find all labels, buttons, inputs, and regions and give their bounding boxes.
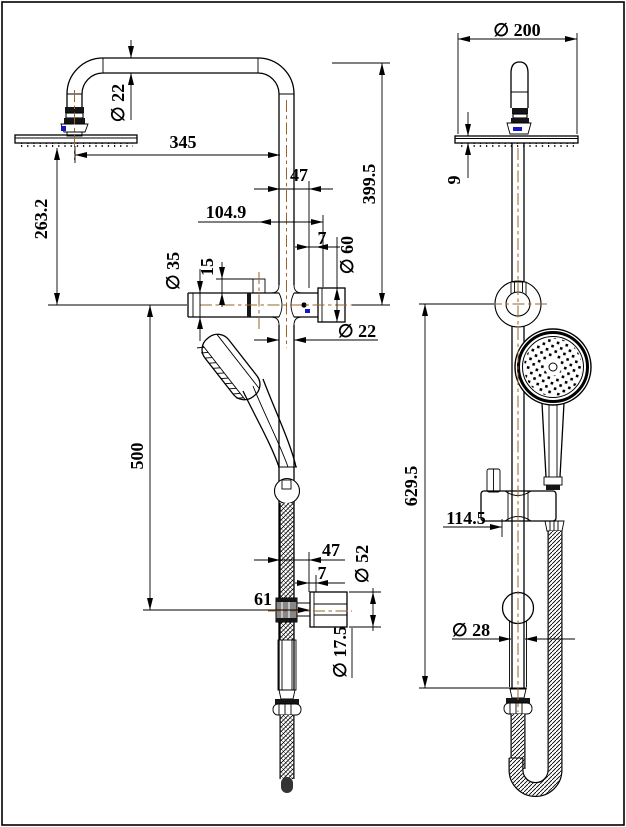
hand-shower [196, 333, 301, 505]
dim-500: 500 [127, 305, 298, 611]
dim-47-top: 47 [254, 165, 333, 288]
dim-345: 345 [74, 132, 280, 163]
dim-7-bottom: 7 [295, 563, 345, 592]
dim-label-47-top: 47 [290, 165, 308, 185]
dim-label-stub: 15 [197, 258, 217, 276]
dim-7-top: 7 [295, 228, 340, 250]
hose-swivel [273, 477, 301, 505]
dim-dia200: ∅ 200 [457, 20, 578, 134]
head-plate-side [454, 135, 579, 147]
front-view: ∅ 22 345 263.2 399.5 47 [14, 40, 390, 793]
dim-label-47-bottom: 47 [322, 540, 340, 560]
dim-629-5: 629.5 [401, 303, 509, 689]
dim-label-dia-elbow-spout: ∅ 17.5 [330, 626, 350, 678]
dim-114-5: 114.5 [443, 508, 503, 537]
dim-dia22-riser: ∅ 22 [254, 321, 378, 343]
dim-label-arm-reach: 345 [170, 132, 197, 152]
nozzle-ticks [459, 143, 574, 147]
dim-dia52: ∅ 52 [349, 545, 381, 631]
dim-label-dia-riser: ∅ 22 [338, 321, 376, 341]
dim-label-7-top: 7 [318, 228, 327, 248]
dim-61: 61 [254, 589, 310, 613]
head-arm-side [506, 61, 532, 135]
nozzle-ticks [19, 143, 133, 147]
dim-dia22-arm: ∅ 22 [108, 40, 134, 122]
dim-47-bottom: 47 [254, 540, 345, 592]
overhead-shower-arm [66, 57, 295, 285]
diverter-tee [187, 278, 346, 326]
dim-9: 9 [444, 112, 475, 185]
dim-label-rail-total: 629.5 [401, 466, 421, 507]
dim-label-bracket-reach: 114.5 [446, 508, 486, 528]
shower-hose-side [508, 531, 563, 797]
side-view: ∅ 200 9 629.5 114.5 ∅ 28 [401, 20, 592, 797]
dim-263-2: 263.2 [31, 148, 187, 306]
dim-label-dia-bracket-arm: ∅ 35 [163, 252, 183, 290]
connector-mark [61, 126, 66, 131]
shower-hose-front [272, 503, 302, 793]
slide-rail [511, 143, 525, 688]
slider-bracket [480, 468, 565, 532]
connector-mark [305, 309, 310, 313]
dim-399-5: 399.5 [332, 62, 390, 306]
dim-label-dia-arm: ∅ 22 [108, 84, 128, 122]
hand-shower-front [514, 328, 592, 490]
dim-label-elbow-offset: 61 [254, 589, 272, 609]
hose-end-cap [281, 777, 293, 793]
dim-label-arm-height: 399.5 [359, 164, 379, 205]
dim-15: 15 [197, 258, 253, 307]
dim-label-dia-elbow-flange: ∅ 52 [352, 545, 372, 583]
dim-label-7-bottom: 7 [318, 563, 327, 583]
dim-dia35: ∅ 35 [163, 252, 203, 341]
connector-mark [513, 127, 522, 131]
dim-dia60: ∅ 60 [334, 236, 357, 322]
dim-dia17-5: ∅ 17.5 [330, 626, 353, 678]
dim-104-9: 104.9 [198, 202, 324, 287]
dim-label-head-drop: 263.2 [31, 199, 51, 240]
dim-label-rail-length: 500 [127, 443, 147, 470]
dim-label-plate-thickness: 9 [444, 176, 464, 185]
dim-label-dia-flange: ∅ 60 [337, 236, 357, 274]
dim-label-bracket-offset: 104.9 [206, 202, 247, 222]
dim-label-dia-head: ∅ 200 [493, 20, 540, 40]
dim-dia28: ∅ 28 [452, 620, 575, 642]
hose-nut [544, 520, 565, 532]
dim-label-dia-slider: ∅ 28 [452, 620, 490, 640]
